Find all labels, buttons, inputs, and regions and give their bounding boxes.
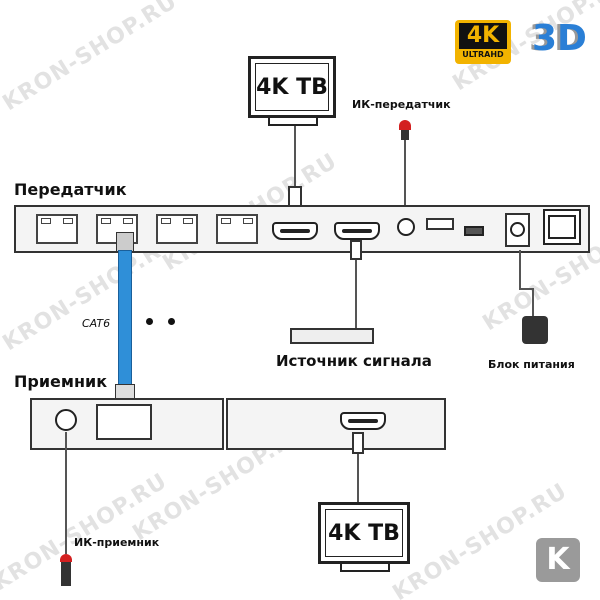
signal-source-device xyxy=(290,328,374,344)
3d-logo: 3D xyxy=(532,18,587,59)
mini-usb-port xyxy=(464,226,484,236)
cat6-label: CAT6 xyxy=(82,317,111,330)
usb-port xyxy=(426,218,454,230)
hdmi-plug xyxy=(352,432,364,454)
ir-jack xyxy=(55,409,77,431)
tv-top: 4K TB xyxy=(248,56,336,118)
hdmi-plug xyxy=(350,240,362,260)
ir-receiver-label: ИК-приемник xyxy=(74,536,160,549)
ir-transmitter-icon xyxy=(399,120,411,130)
ir-jack xyxy=(397,218,415,236)
ir-receiver-body xyxy=(61,562,71,586)
ellipsis-dot xyxy=(146,318,153,325)
ellipsis-dot xyxy=(168,318,175,325)
rj45-port-4 xyxy=(216,214,258,244)
cat6-cable xyxy=(118,250,132,388)
power-cable xyxy=(532,288,534,316)
hdmi-cable xyxy=(294,126,296,186)
hdmi-in-port xyxy=(334,222,380,240)
rj45-port xyxy=(96,404,152,440)
power-switch xyxy=(543,209,581,245)
hdmi-out-port xyxy=(340,412,386,430)
rj45-plug xyxy=(116,232,134,252)
power-port xyxy=(505,213,530,247)
receiver-title: Приемник xyxy=(14,372,108,391)
watermark: KRON-SHOP.RU xyxy=(0,0,182,117)
rj45-port-3 xyxy=(156,214,198,244)
tv-bottom: 4K TB xyxy=(318,502,410,564)
ir-cable xyxy=(404,140,406,212)
rj45-port-1 xyxy=(36,214,78,244)
ir-cable xyxy=(65,432,67,554)
tv-stand xyxy=(268,118,318,126)
power-adapter xyxy=(522,316,548,344)
hdmi-cable xyxy=(355,260,357,330)
power-cable xyxy=(519,288,534,290)
tv-stand xyxy=(340,564,390,572)
power-label: Блок питания xyxy=(488,358,575,371)
4k-ultrahd-logo: 4K ULTRAHD xyxy=(455,20,511,64)
ir-transmitter-label: ИК-передатчик xyxy=(352,98,451,111)
hdmi-cable xyxy=(357,454,359,502)
kron-logo: K xyxy=(536,538,580,582)
hdmi-out-port xyxy=(272,222,318,240)
source-label: Источник сигнала xyxy=(276,352,432,370)
power-cable xyxy=(519,250,521,290)
ir-receiver-icon xyxy=(60,554,72,562)
ir-transmitter-body xyxy=(401,130,409,140)
transmitter-title: Передатчик xyxy=(14,180,127,199)
receiver-device-right xyxy=(226,398,446,450)
